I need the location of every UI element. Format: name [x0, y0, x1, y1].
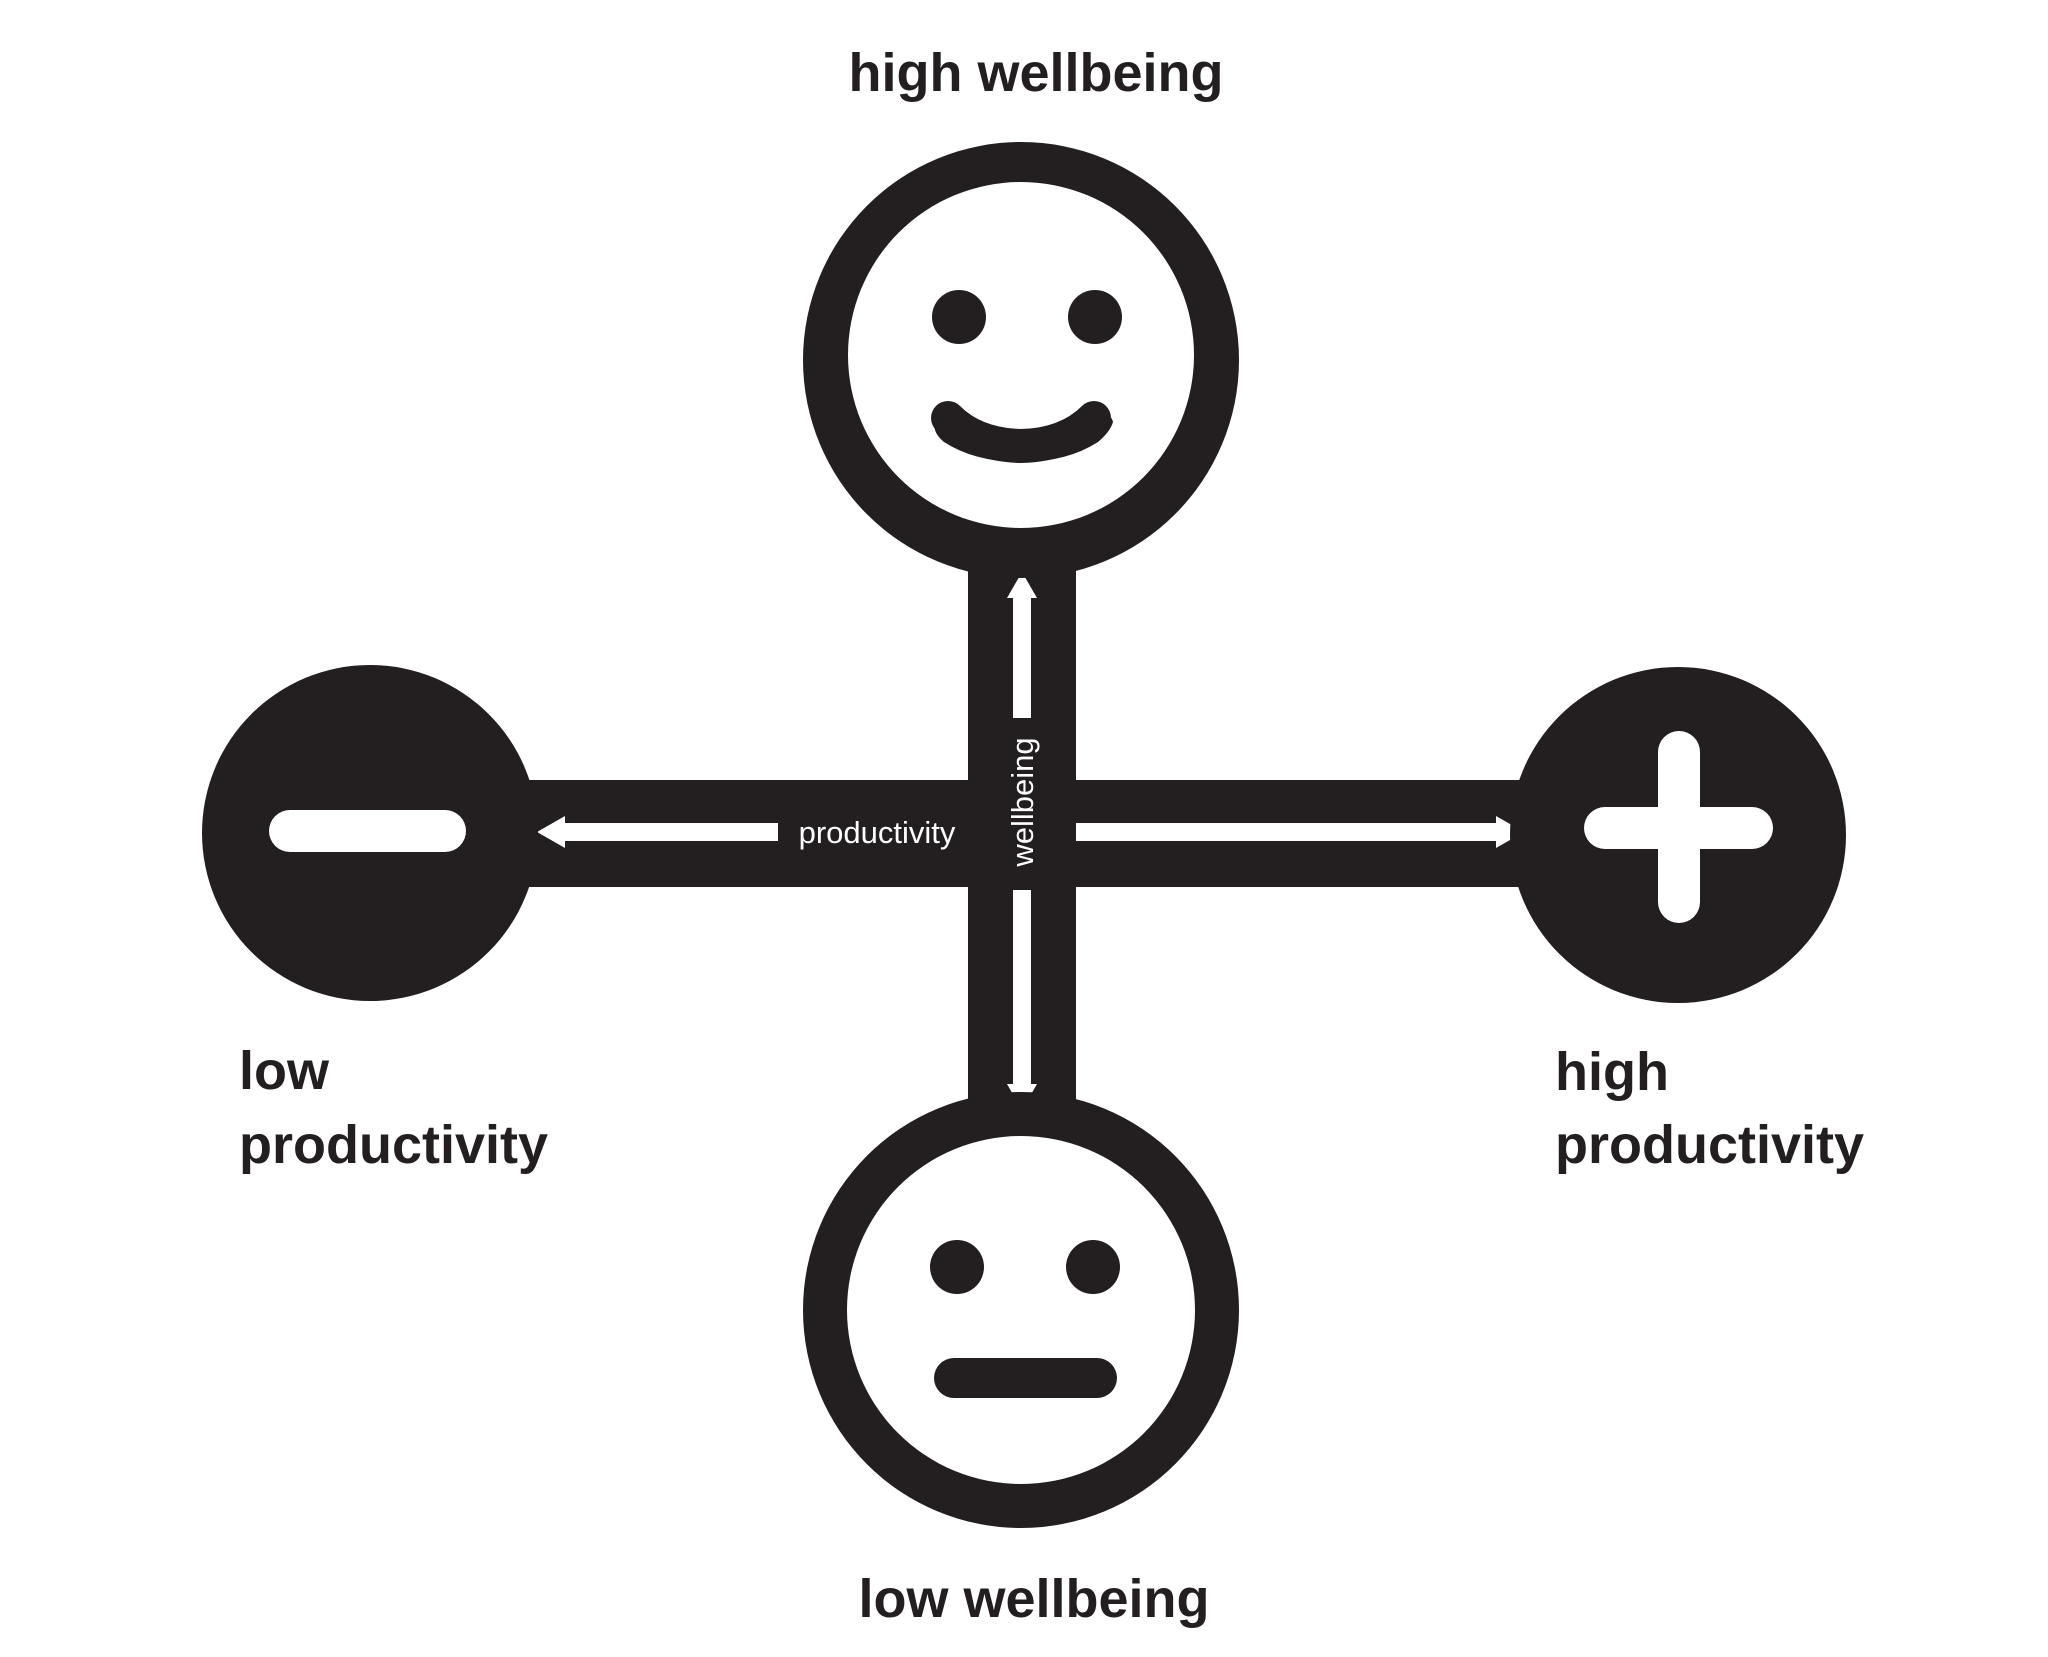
up-arrow-icon	[1007, 572, 1037, 718]
low-productivity-label-line1: low	[239, 1041, 330, 1101]
wellbeing-axis-label: wellbeing	[1005, 737, 1040, 867]
high-productivity-label-line2: productivity	[1555, 1115, 1864, 1175]
wellbeing-axis	[968, 520, 1076, 1120]
down-arrow-icon	[1007, 890, 1037, 1110]
low-productivity-label-line2: productivity	[239, 1115, 548, 1175]
high-wellbeing-label: high wellbeing	[849, 43, 1224, 103]
low-productivity-node	[202, 665, 538, 1001]
low-wellbeing-node	[803, 1092, 1239, 1528]
low-wellbeing-label: low wellbeing	[858, 1569, 1209, 1629]
high-wellbeing-node	[803, 142, 1239, 578]
productivity-axis-label: productivity	[799, 815, 956, 850]
right-arrow-icon	[1073, 816, 1524, 848]
left-arrow-icon	[537, 816, 778, 848]
smiley-face-icon	[931, 290, 1122, 464]
high-productivity-node	[1510, 667, 1846, 1003]
high-productivity-label-line1: high	[1555, 1042, 1669, 1102]
neutral-face-icon	[930, 1240, 1120, 1398]
plus-icon	[1584, 731, 1773, 923]
